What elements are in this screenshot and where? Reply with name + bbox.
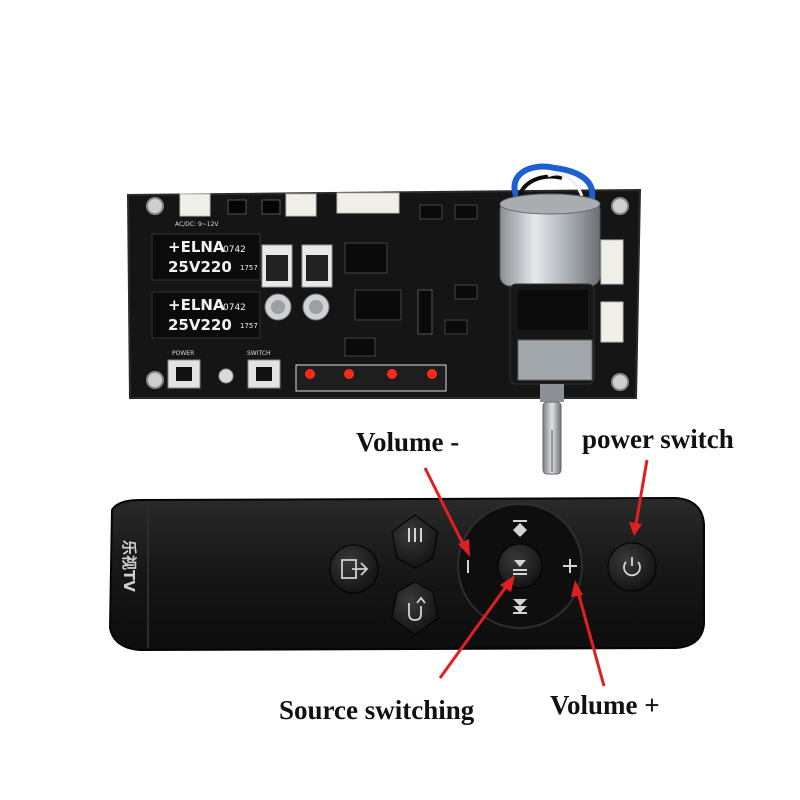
connector <box>179 193 211 217</box>
led-indicator <box>344 369 354 379</box>
motorized-potentiometer <box>499 163 601 475</box>
capacitor-top: +ELNA 0742 25V220 1757 <box>151 233 261 281</box>
power-silk-text: POWER <box>172 350 194 357</box>
led-indicator <box>387 369 397 379</box>
power-icon <box>623 561 641 577</box>
svg-text:+ELNA: +ELNA <box>168 296 225 314</box>
back-button <box>391 581 439 636</box>
capacitor-bottom: +ELNA 0742 25V220 1757 <box>151 291 261 339</box>
ic-chip <box>354 289 402 321</box>
remote-brand-text: 乐视TV <box>120 540 138 592</box>
mounting-hole <box>611 373 629 391</box>
connector <box>336 192 400 214</box>
input-icon <box>341 559 369 579</box>
mounting-hole <box>146 371 164 389</box>
connector <box>600 301 624 343</box>
ir-receiver <box>218 368 234 384</box>
skip-up-icon <box>513 520 527 537</box>
svg-text:25V220: 25V220 <box>168 316 232 334</box>
connector <box>600 239 624 285</box>
arrow-source <box>438 583 510 679</box>
label-volume-plus: Volume + <box>550 690 660 720</box>
menu-icon <box>408 528 422 542</box>
led-indicator <box>427 369 437 379</box>
arrow-volume-minus <box>423 467 467 549</box>
svg-text:1757: 1757 <box>240 322 258 330</box>
label-power-switch: power switch <box>582 424 734 454</box>
connector <box>285 193 317 217</box>
svg-text:0742: 0742 <box>223 245 246 255</box>
remote-control: 乐视TV <box>108 496 705 652</box>
plus-icon <box>563 559 577 573</box>
minus-icon <box>467 560 469 573</box>
switch-silk-text: SWITCH <box>247 350 271 357</box>
arrow-power <box>634 459 649 525</box>
annotation-arrows <box>423 459 649 687</box>
svg-text:1757: 1757 <box>240 264 258 272</box>
mounting-hole <box>146 197 164 215</box>
label-source-switching: Source switching <box>279 695 475 725</box>
svg-text:+ELNA: +ELNA <box>168 238 225 256</box>
label-volume-minus: Volume - <box>356 427 460 457</box>
back-icon <box>408 596 426 621</box>
mounting-hole <box>611 197 629 215</box>
source-icon <box>513 560 527 575</box>
arrow-volume-plus <box>576 591 606 687</box>
ac-dc-text: AC/DC: 9~12V <box>175 221 219 228</box>
power-button <box>607 542 657 592</box>
svg-text:0742: 0742 <box>223 303 246 313</box>
ic-chip <box>344 242 388 274</box>
skip-down-icon <box>513 599 527 614</box>
led-indicator <box>305 369 315 379</box>
svg-text:25V220: 25V220 <box>168 258 232 276</box>
